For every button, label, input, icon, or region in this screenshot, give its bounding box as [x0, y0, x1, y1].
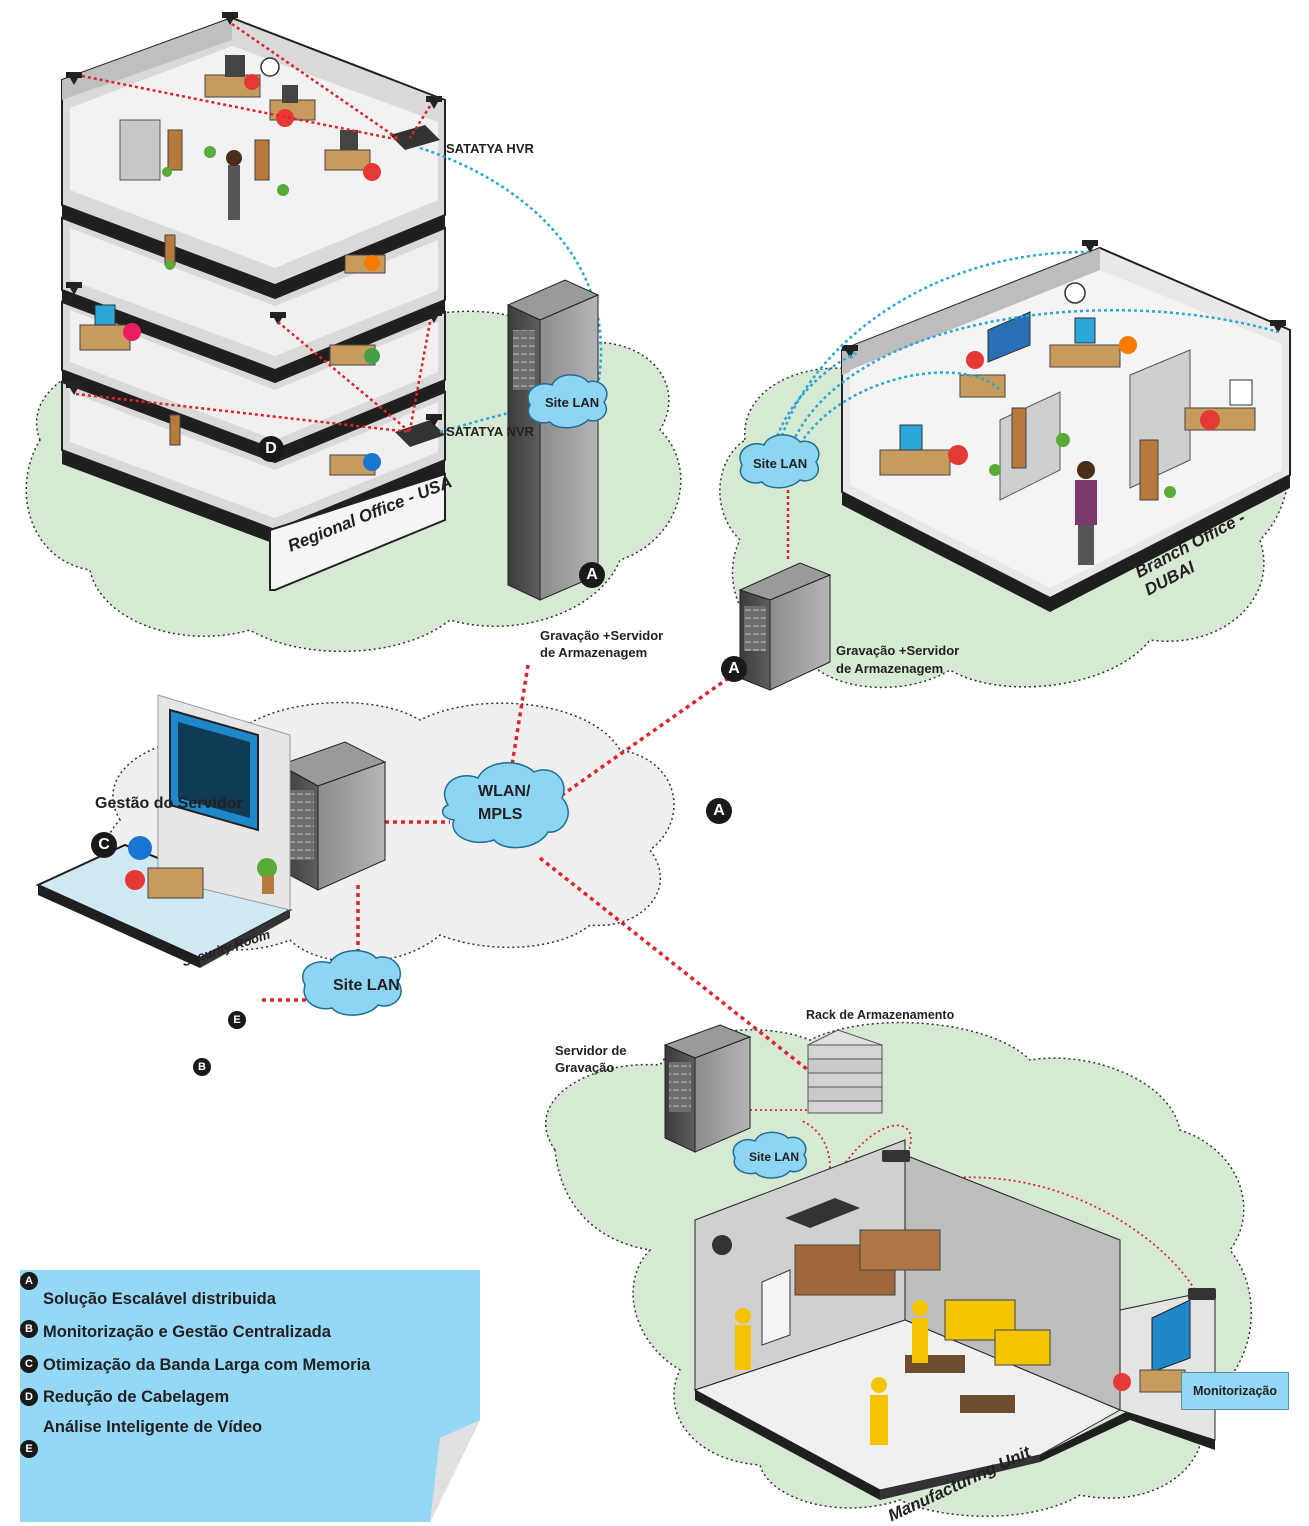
badge-a-regional: A — [579, 562, 605, 588]
security-room — [35, 694, 293, 968]
management-label: Gestão do Servidor — [95, 795, 243, 812]
legend-item: Análise Inteligente de Vídeo — [43, 1418, 263, 1436]
recording-server-label-2: Gravação — [555, 1060, 615, 1075]
monitoring-label: Monitorização — [1181, 1372, 1289, 1410]
manufacturing-cameras — [712, 1150, 1216, 1300]
branch-cameras — [842, 240, 1286, 358]
badge-b: B — [193, 1058, 211, 1076]
wan-label-2: MPLS — [478, 806, 523, 823]
lan-cloud-manufacturing — [732, 1131, 807, 1179]
lan-cloud-branch — [739, 434, 820, 489]
recording-server-label-1: Servidor de — [555, 1043, 627, 1058]
lan-cloud-regional — [527, 374, 608, 429]
security-lan-label: Site LAN — [333, 977, 400, 994]
legend-background — [20, 1270, 480, 1522]
badge-e: E — [228, 1011, 246, 1029]
legend-item: Monitorização e Gestão Centralizada — [43, 1323, 331, 1341]
regional-recording-server — [506, 279, 600, 601]
badge-d: D — [258, 436, 284, 462]
branch-server-label-1: Gravação +Servidor — [836, 643, 960, 658]
legend-panel: A Solução Escalável distribuida B Monito… — [20, 1270, 480, 1522]
badge-a-manufacturing: A — [706, 798, 732, 824]
wan-label-1: WLAN/ — [478, 783, 531, 800]
nvr-label: SATATYA NVR — [446, 424, 534, 439]
legend-item: Solução Escalável distribuida — [43, 1290, 276, 1308]
badge-a-branch: A — [721, 656, 747, 682]
storage-rack — [806, 1029, 884, 1114]
legend-key-d: D — [20, 1388, 38, 1406]
manufacturing-lan-label: Site LAN — [749, 1150, 800, 1164]
hvr-label: SATATYA HVR — [446, 141, 534, 156]
branch-server-label-2: de Armazenagem — [836, 661, 944, 676]
badge-c: C — [91, 832, 117, 858]
legend-item: Redução de Cabelagem — [43, 1388, 230, 1406]
regional-office-building — [61, 16, 446, 591]
regional-server-label-1: Gravação +Servidor — [540, 628, 664, 643]
branch-lan-label: Site LAN — [753, 456, 808, 471]
manufacturing-unit — [693, 1139, 1216, 1500]
rack-label: Rack de Armazenamento — [806, 1008, 955, 1022]
legend-key-a: A — [20, 1272, 38, 1290]
legend-key-c: C — [20, 1355, 38, 1373]
regional-lan-label: Site LAN — [545, 395, 600, 410]
regional-server-label-2: de Armazenagem — [540, 645, 648, 660]
branch-recording-server — [738, 562, 832, 691]
legend-item: Otimização da Banda Larga com Memoria — [43, 1356, 371, 1374]
wan-cloud — [441, 762, 569, 849]
lan-cloud-security — [302, 950, 402, 1016]
branch-office-building — [841, 246, 1291, 612]
legend-key-e: E — [20, 1440, 38, 1458]
legend-key-b: B — [20, 1320, 38, 1338]
regional-cameras — [66, 12, 442, 427]
manufacturing-recording-server — [663, 1024, 752, 1153]
